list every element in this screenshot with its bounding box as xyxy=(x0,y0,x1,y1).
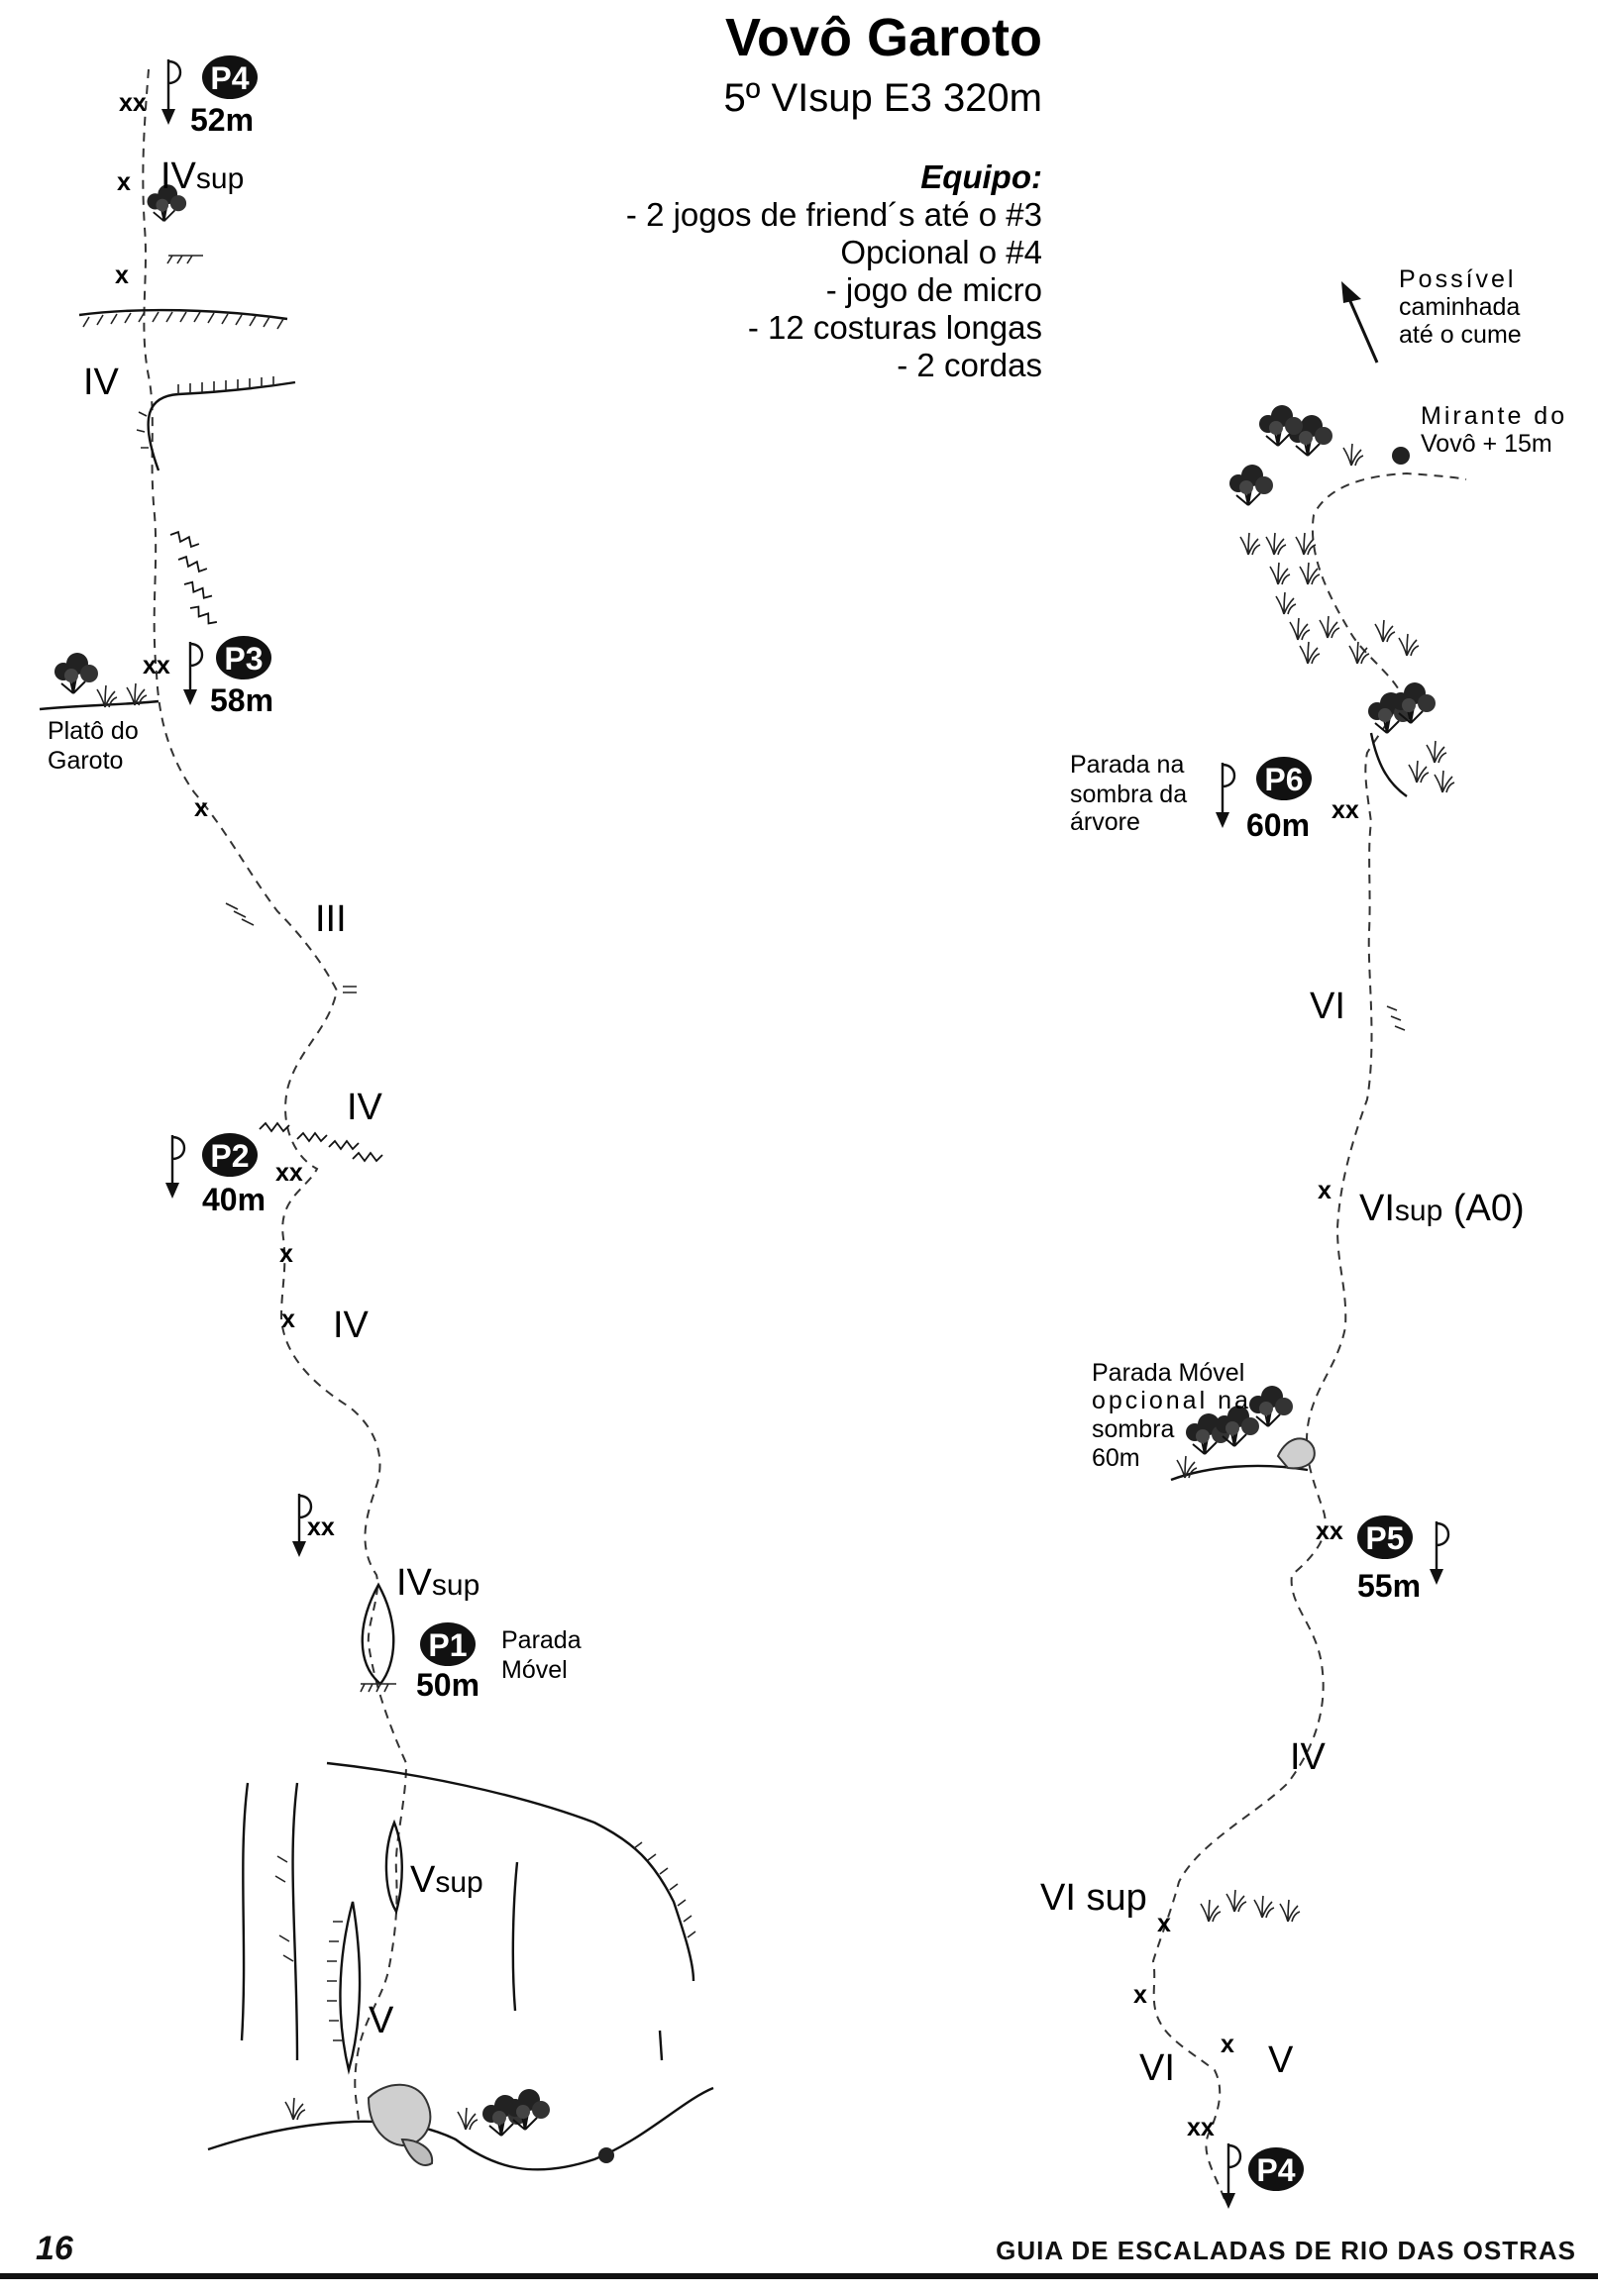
note-mirante: Vovô + 15m xyxy=(1421,430,1552,458)
topo-title: Vovô Garoto xyxy=(725,8,1042,67)
bolt-single: x xyxy=(115,261,129,289)
note-p6: sombra da xyxy=(1070,781,1187,808)
equipment-item: - jogo de micro xyxy=(826,271,1042,308)
rock-slab-outline xyxy=(326,1761,695,1982)
svg-text:52m: 52m xyxy=(190,102,254,138)
bolt-single: x xyxy=(1157,1910,1171,1937)
note-plato: Garoto xyxy=(48,747,123,775)
grade-label: IV xyxy=(333,1305,370,1346)
note-p6: árvore xyxy=(1070,808,1140,836)
grade-label: V xyxy=(369,2000,394,2041)
svg-text:P4: P4 xyxy=(210,60,249,96)
note-walk: até o cume xyxy=(1399,321,1522,349)
bolt-double: xx xyxy=(143,652,170,679)
svg-text:P2: P2 xyxy=(210,1138,249,1174)
grade-label: VI xyxy=(1310,986,1345,1027)
footer xyxy=(0,2284,1598,2296)
equipment-item: Opcional o #4 xyxy=(840,234,1042,270)
bolt-double: xx xyxy=(119,89,147,117)
belay-p1: P1 50m xyxy=(416,1622,479,1703)
bolt-single: x xyxy=(194,794,208,822)
note-movel: opcional na xyxy=(1092,1387,1251,1414)
equipment-title: Equipo: xyxy=(920,158,1042,195)
grade-label: III xyxy=(315,898,347,940)
svg-text:P6: P6 xyxy=(1264,762,1303,797)
grade-label: VIsup (A0) xyxy=(1359,1188,1525,1229)
guide-title: GUIA DE ESCALADAS DE RIO DAS OSTRAS xyxy=(996,2236,1576,2265)
bolt-single: x xyxy=(279,1240,293,1268)
note-p1: Móvel xyxy=(501,1656,568,1684)
bolt-double: xx xyxy=(1332,796,1359,824)
note-plato: Platô do xyxy=(48,717,139,745)
svg-text:P5: P5 xyxy=(1365,1520,1404,1556)
grade-label: VI sup xyxy=(1040,1877,1147,1919)
grade-label: Vsup xyxy=(410,1859,483,1901)
svg-text:P1: P1 xyxy=(428,1627,467,1663)
svg-text:50m: 50m xyxy=(416,1667,479,1703)
equipment-item: - 2 cordas xyxy=(897,347,1042,383)
bolt-single: x xyxy=(281,1305,295,1333)
ground-line xyxy=(207,2086,714,2171)
note-walk: caminhada xyxy=(1399,293,1520,321)
note-movel: Parada Móvel xyxy=(1092,1359,1244,1387)
grade-label: IV xyxy=(1290,1736,1327,1778)
topo-subtitle: 5º VIsup E3 320m xyxy=(724,76,1042,120)
belay-p5: P5 55m xyxy=(1357,1515,1450,1604)
bolt-single: x xyxy=(1318,1177,1332,1204)
page-number: 16 xyxy=(36,2230,73,2267)
grade-label: IV xyxy=(347,1087,383,1128)
equipment-item: - 12 costuras longas xyxy=(748,309,1042,346)
belay-p4-bottom: P4 xyxy=(1222,2143,1304,2209)
note-movel: sombra xyxy=(1092,1415,1174,1443)
grade-label: V xyxy=(1268,2039,1294,2081)
svg-text:55m: 55m xyxy=(1357,1568,1421,1604)
svg-text:P4: P4 xyxy=(1256,2152,1295,2188)
note-p6: Parada na xyxy=(1070,751,1184,779)
grade-label: IV xyxy=(83,362,120,403)
grade-label: VI xyxy=(1139,2047,1175,2089)
roof-overhang xyxy=(78,308,288,321)
note-p1: Parada xyxy=(501,1626,582,1654)
walk-arrow xyxy=(1347,298,1379,364)
belay-p2: P2 40m xyxy=(165,1133,266,1217)
boulder xyxy=(367,2083,432,2147)
grade-label: IVsup xyxy=(160,156,244,197)
belay-p4-top: P4 52m xyxy=(161,55,258,138)
bolt-double: xx xyxy=(1316,1517,1343,1545)
bolt-single: x xyxy=(117,168,131,196)
belay-p3: P3 58m xyxy=(183,636,273,718)
svg-text:P3: P3 xyxy=(224,641,263,677)
svg-text:58m: 58m xyxy=(210,682,273,718)
svg-text:40m: 40m xyxy=(202,1182,266,1217)
bolt-single: x xyxy=(1221,2031,1234,2058)
bolt-double: xx xyxy=(275,1159,303,1187)
note-walk: Possível xyxy=(1399,265,1516,293)
route-line-right xyxy=(1151,471,1467,2200)
route-line-left xyxy=(142,68,408,2121)
bolt-single: x xyxy=(1133,1981,1147,2009)
bolt-double: xx xyxy=(307,1513,335,1541)
equipment-item: - 2 jogos de friend´s até o #3 xyxy=(626,196,1042,233)
grade-label: IVsup xyxy=(396,1562,479,1604)
belay-intermediate xyxy=(292,1494,313,1557)
note-movel: 60m xyxy=(1092,1444,1140,1472)
svg-text:60m: 60m xyxy=(1246,807,1310,843)
note-mirante: Mirante do xyxy=(1421,402,1567,430)
belay-p6: P6 60m xyxy=(1216,757,1312,843)
bolt-double: xx xyxy=(1187,2114,1215,2141)
